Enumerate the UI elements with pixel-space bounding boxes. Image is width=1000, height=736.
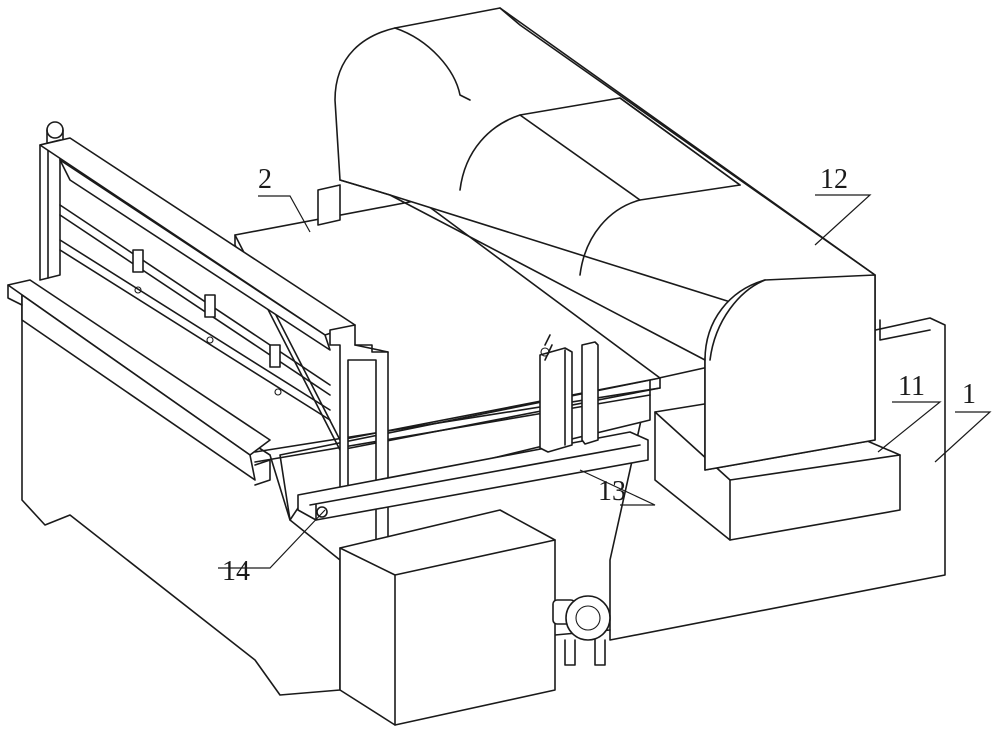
label-platform: 2 [258,164,272,195]
label-housing: 12 [820,164,848,195]
guide-rail [297,431,649,521]
printer-housing [317,7,876,471]
roller-wheel [316,506,328,518]
label-base: 11 [898,371,925,402]
label-slider: 14 [222,556,250,587]
label-frame: 1 [962,379,976,410]
clamp-block [204,294,216,318]
pump-wheel [565,595,611,641]
bolt-cap [46,121,64,139]
pump-motor [552,595,611,666]
leader-lines [218,194,992,569]
reference-labels: 2 12 11 1 13 14 [222,164,976,587]
left-gantry [39,121,356,421]
upright-posts [539,334,599,453]
clamp-block [132,249,144,273]
clamp-block [269,344,281,368]
control-box [339,509,556,726]
feed-tray [7,279,271,486]
label-rail: 13 [598,476,626,507]
